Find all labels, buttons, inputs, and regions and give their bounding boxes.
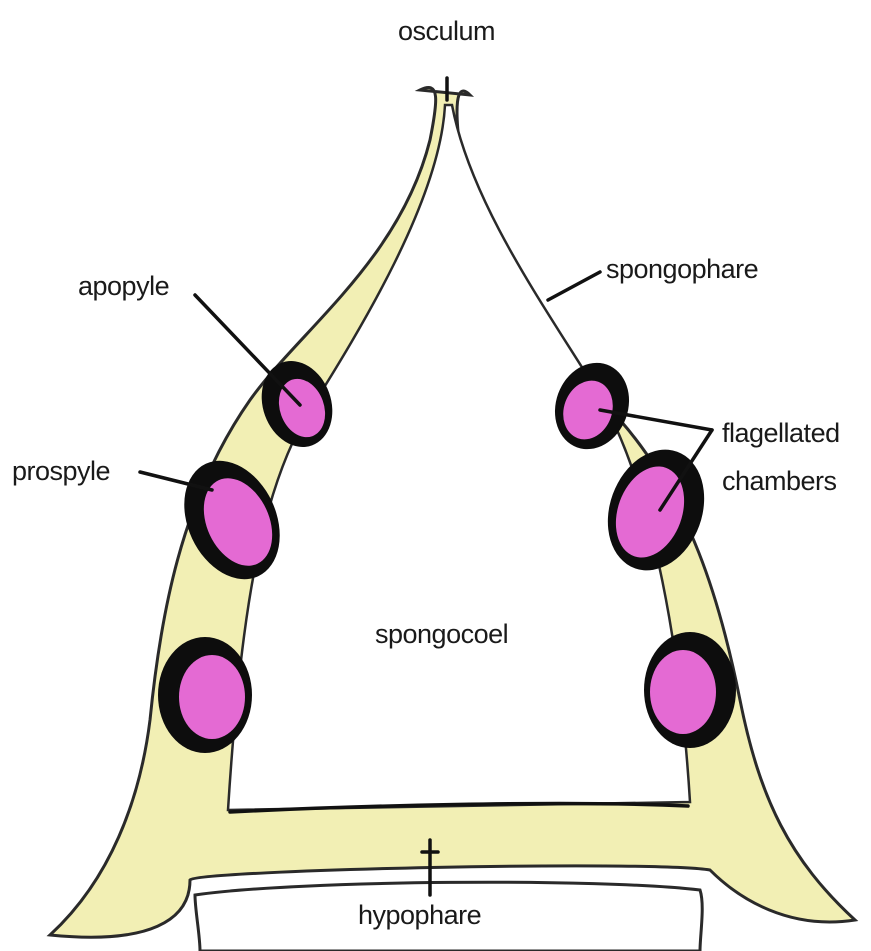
- chamber-left-lower: [158, 637, 252, 753]
- label-apopyle: apopyle: [78, 271, 169, 301]
- spongocoel-cavity: [228, 105, 690, 810]
- apopyle-leader: [195, 295, 300, 405]
- spongophare-leader: [548, 272, 600, 300]
- label-spongophare: spongophare: [606, 254, 758, 284]
- label-spongocoel: spongocoel: [375, 619, 508, 649]
- label-hypophare: hypophare: [358, 900, 481, 930]
- label-flagellated-line1: flagellated: [722, 418, 840, 448]
- label-prospyle: prospyle: [12, 456, 110, 486]
- chamber-right-lower: [644, 632, 736, 748]
- label-osculum: osculum: [398, 16, 495, 46]
- label-flagellated-line2: chambers: [722, 466, 837, 496]
